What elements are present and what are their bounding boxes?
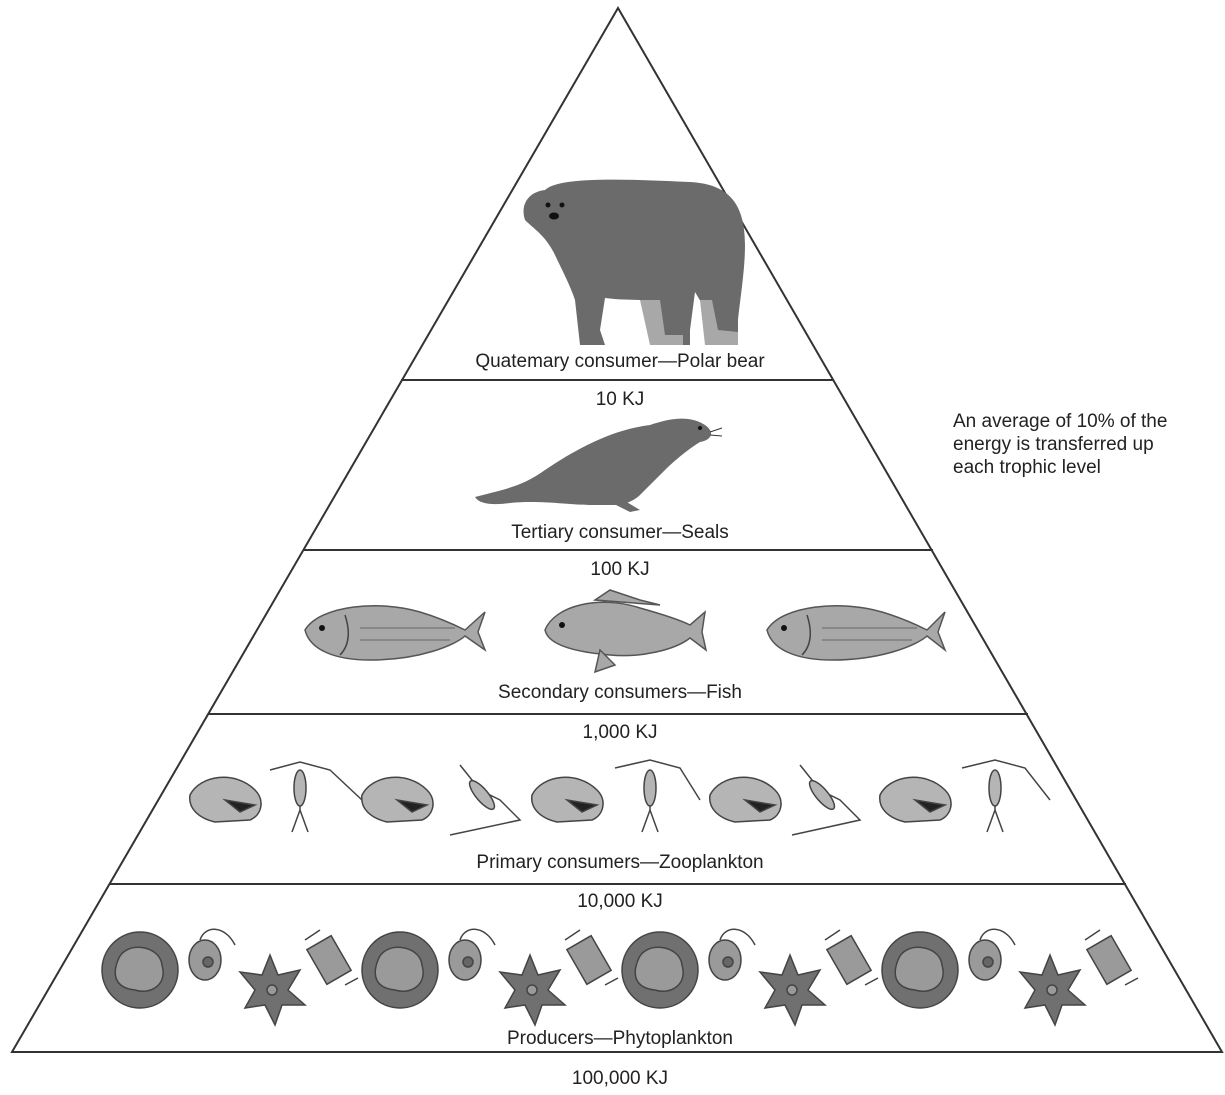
zooplankton-group [190,760,1050,835]
star-icon-2 [500,955,565,1025]
level-label-tertiary: Tertiary consumer—Seals [511,522,729,543]
energy-label-10000: 10,000 KJ [577,891,663,912]
energy-label-10: 10 KJ [596,389,645,410]
chain-icon-3 [825,930,878,985]
shrimp-icon-5 [880,777,951,822]
level-label-quaternary: Quatemary consumer—Polar bear [475,351,765,372]
star-icon-3 [760,955,825,1025]
shrimp-icon-2 [362,777,433,822]
polar-bear-icon [524,180,745,345]
diatom-icon-3 [622,932,698,1008]
diatom-icon-1 [102,932,178,1008]
star-icon-1 [240,955,305,1025]
fish-icon-2 [545,590,706,672]
star-icon-4 [1020,955,1085,1025]
flagellate-icon-2 [449,929,495,980]
diatom-icon-4 [882,932,958,1008]
flagellate-icon-3 [709,929,755,980]
level-label-primary: Primary consumers—Zooplankton [476,852,763,873]
level-label-secondary: Secondary consumers—Fish [498,682,742,703]
copepod-icon-5 [962,760,1050,832]
energy-label-100: 100 KJ [590,559,649,580]
fish-icon-1 [305,606,485,660]
chain-icon-4 [1085,930,1138,985]
energy-label-100000: 100,000 KJ [572,1068,668,1089]
shrimp-icon-4 [710,777,781,822]
copepod-icon-2 [450,765,520,835]
energy-label-1000: 1,000 KJ [583,722,658,743]
chain-icon-1 [305,930,358,985]
copepod-icon-1 [270,762,362,832]
copepod-icon-4 [792,765,860,835]
flagellate-icon-4 [969,929,1015,980]
chain-icon-2 [565,930,618,985]
seal-icon [475,419,722,512]
flagellate-icon-1 [189,929,235,980]
fish-icon-3 [767,606,945,660]
energy-transfer-note: An average of 10% of the energy is trans… [953,410,1183,479]
shrimp-icon-1 [190,777,261,822]
level-label-producers: Producers—Phytoplankton [507,1028,733,1049]
phytoplankton-group [102,929,1138,1025]
copepod-icon-3 [615,760,700,832]
diatom-icon-2 [362,932,438,1008]
shrimp-icon-3 [532,777,603,822]
